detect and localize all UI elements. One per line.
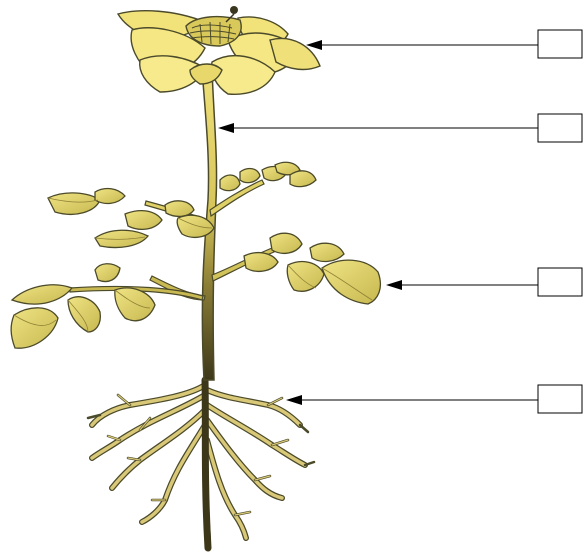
leaf xyxy=(11,308,58,348)
leaf xyxy=(48,193,100,214)
leaf xyxy=(95,189,125,204)
pointer-flower xyxy=(306,40,538,50)
label-boxes xyxy=(538,30,582,413)
leaf xyxy=(270,233,302,253)
leaf xyxy=(68,297,100,332)
stem xyxy=(70,70,274,380)
leaf xyxy=(95,264,120,282)
label-box-stem[interactable] xyxy=(538,114,582,142)
leaves xyxy=(11,162,380,348)
leaf xyxy=(12,285,72,304)
leaf xyxy=(244,253,278,272)
leaf xyxy=(125,211,162,230)
leaf xyxy=(220,175,240,191)
pointer-root xyxy=(286,395,538,405)
leaf xyxy=(290,171,316,187)
leaf xyxy=(310,243,344,261)
leaf xyxy=(287,262,324,292)
leaf xyxy=(165,201,194,217)
flower xyxy=(118,11,320,95)
flower-pistil-tip xyxy=(230,6,238,14)
pointer-stem xyxy=(218,123,538,133)
label-box-leaf[interactable] xyxy=(538,268,582,296)
label-box-flower[interactable] xyxy=(538,30,582,58)
roots xyxy=(88,380,314,548)
leaf xyxy=(322,260,380,304)
label-box-root[interactable] xyxy=(538,385,582,413)
leaf xyxy=(115,288,155,321)
pointer-leaf xyxy=(386,280,538,290)
leaf xyxy=(240,169,260,183)
pointer-lines xyxy=(218,40,538,405)
